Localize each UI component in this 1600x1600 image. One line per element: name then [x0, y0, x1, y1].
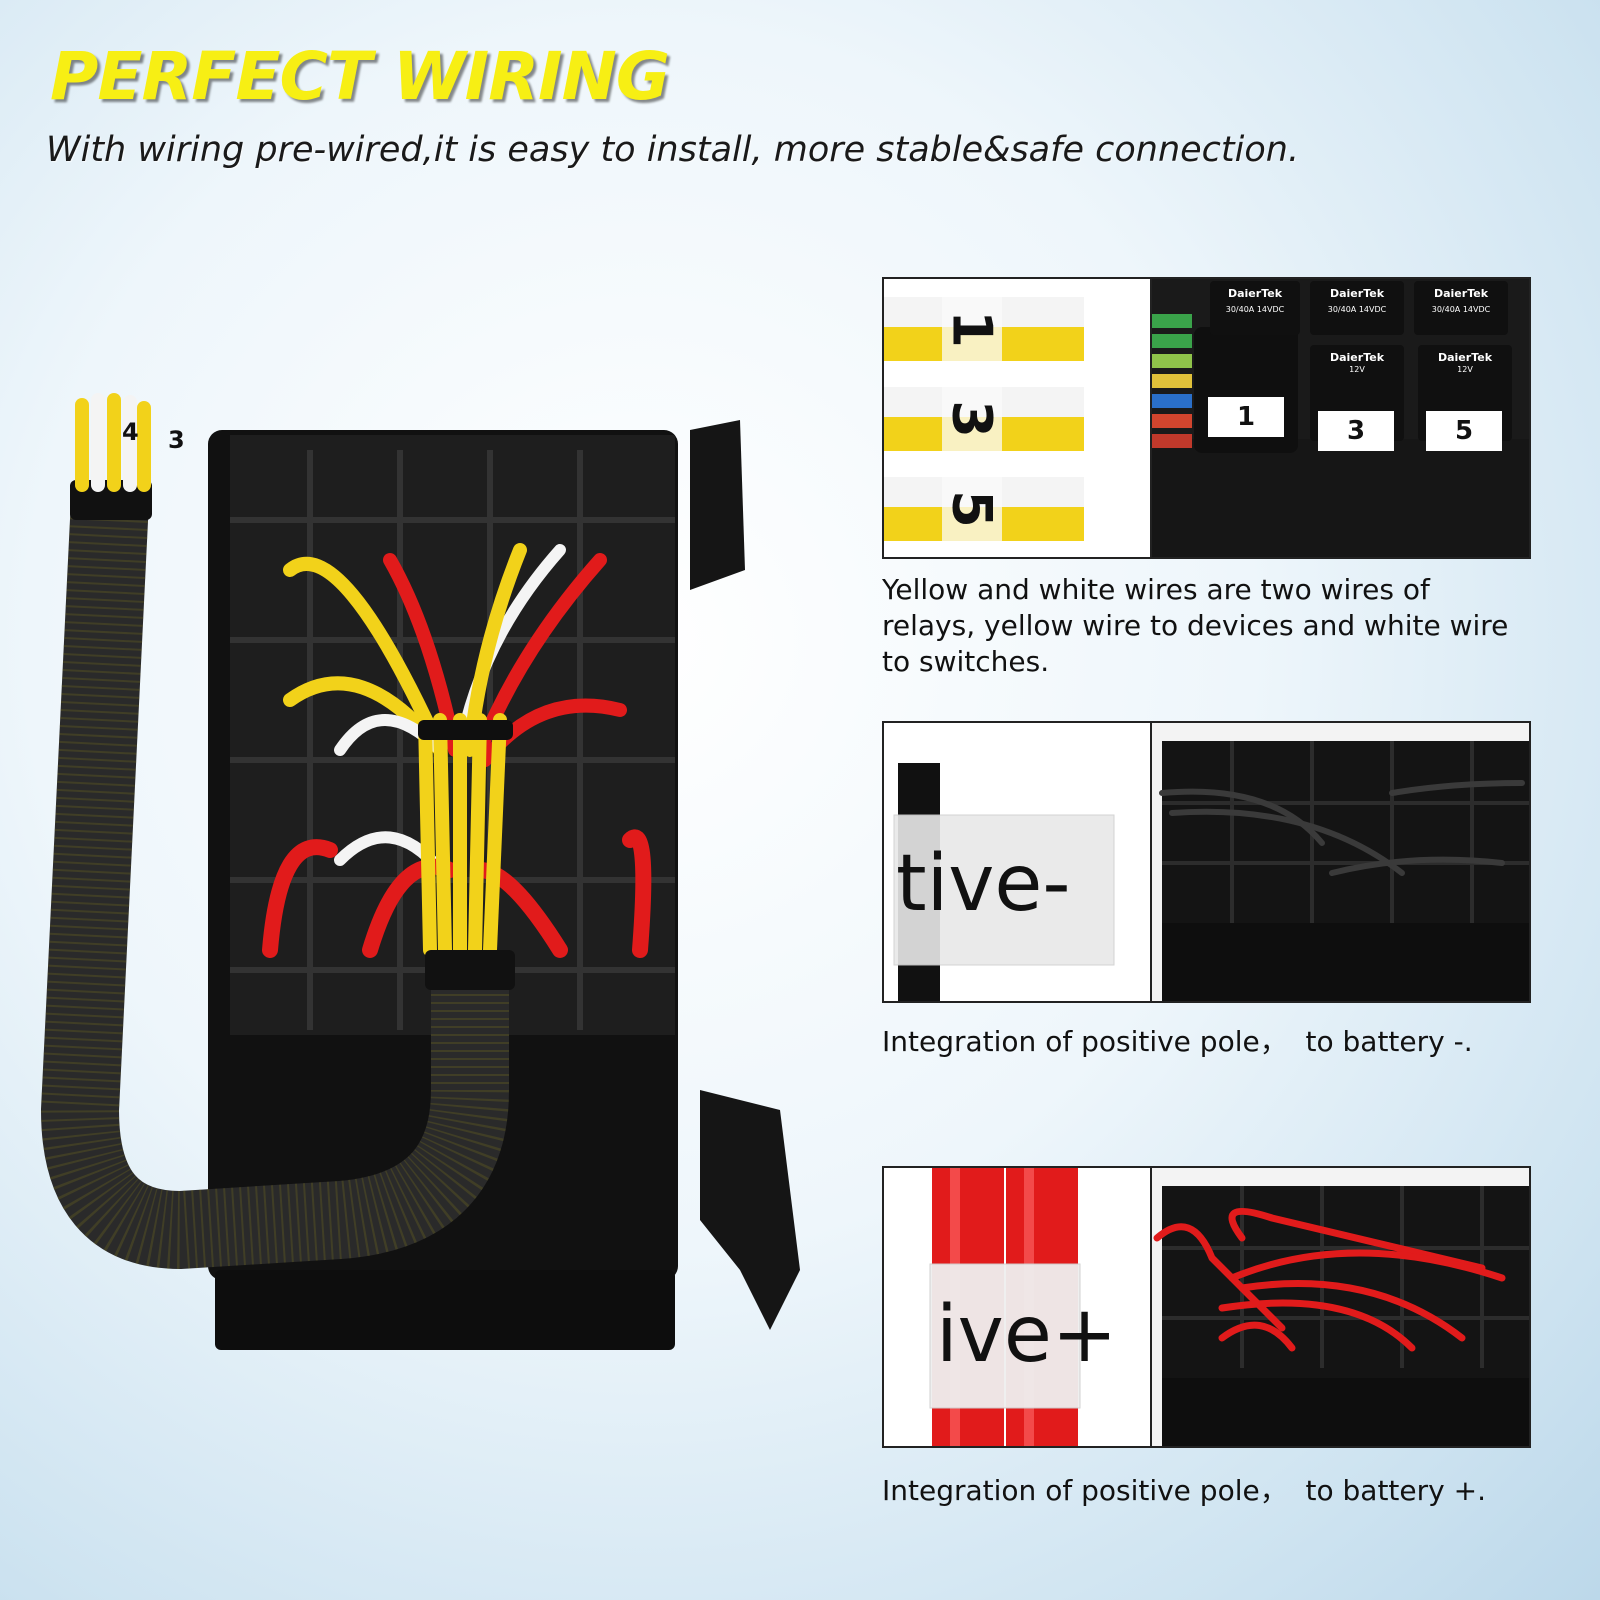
positive-box-view — [1152, 1168, 1529, 1446]
slot-label-1: 1 — [1208, 397, 1284, 437]
numbered-wire-5 — [884, 477, 1084, 541]
relay-rating-volts: 14VDC — [1358, 305, 1387, 314]
relay-brand: DaierTek — [1433, 287, 1489, 300]
panel-positive-pole: ive+ — [882, 1166, 1531, 1448]
page-subtitle: With wiring pre-wired,it is easy to inst… — [46, 130, 1300, 170]
positive-box-graphic — [1153, 1186, 1529, 1446]
relay-brand: DaierTek — [1437, 351, 1493, 364]
black-wire-graphic — [893, 763, 1115, 1001]
negative-box-graphic — [1159, 741, 1529, 1001]
relay-top-1 — [1210, 281, 1300, 335]
fuse-strip — [1152, 314, 1192, 448]
relay-rating-amps: 30/40A — [1327, 305, 1357, 314]
positive-sticker-text: ive+ — [936, 1290, 1118, 1380]
relay-rating: 30/40A 14VDC — [1210, 305, 1300, 314]
slot-label-5: 5 — [1426, 411, 1502, 451]
negative-sticker-text: tive- — [896, 839, 1071, 929]
relay-rating-volts: 14VDC — [1462, 305, 1491, 314]
fuse-relay-box-illustration: 4 3 — [40, 393, 800, 1350]
red-wire-runs — [1153, 1207, 1506, 1352]
caption-positive-pole: Integration of positive pole， to battery… — [882, 1474, 1486, 1507]
relay-brand: DaierTek — [1329, 351, 1385, 364]
negative-wire-view: tive- — [884, 723, 1152, 1001]
housing-base — [215, 1270, 675, 1350]
relay-rating-volts: 14VDC — [1256, 305, 1285, 314]
numbered-wires-view: 1 3 5 — [884, 279, 1152, 557]
positive-wire-view: ive+ — [884, 1168, 1152, 1446]
wire-number-5: 5 — [941, 490, 1004, 528]
wire-tag-4: 4 — [122, 418, 139, 446]
relay-top-3 — [1310, 281, 1404, 335]
wire-number-3: 3 — [941, 400, 1004, 438]
negative-box-view — [1152, 723, 1529, 1001]
black-wire-runs — [1159, 780, 1525, 876]
relay-rating: 30/40A 14VDC — [1414, 305, 1508, 314]
caption-negative-pole: Integration of positive pole， to battery… — [882, 1025, 1473, 1058]
relay-rating: 30/40A 14VDC — [1310, 305, 1404, 314]
numbered-wires-graphic: 1 3 5 — [884, 297, 1084, 541]
relay-rating-amps: 30/40A — [1225, 305, 1255, 314]
caption-relay-wires: Yellow and white wires are two wires of … — [882, 573, 1509, 678]
page-title: PERFECT WIRING — [50, 38, 670, 115]
side-tab-bottom — [700, 1090, 800, 1330]
numbered-wire-1 — [884, 297, 1084, 361]
relay-brand: DaierTek — [1329, 287, 1385, 300]
relay-brand: DaierTek — [1227, 287, 1283, 300]
wire-tag-3: 3 — [168, 426, 185, 454]
red-wire-graphic — [929, 1168, 1081, 1446]
relay-rating-amps: 30/40A — [1431, 305, 1461, 314]
relay-top-5 — [1414, 281, 1508, 335]
wire-ends — [75, 393, 151, 492]
relay-voltage: 12V — [1349, 365, 1365, 374]
numbered-wire-3 — [884, 387, 1084, 451]
slot-label-3: 3 — [1318, 411, 1394, 451]
wire-loom — [40, 498, 509, 1270]
wire-number-1: 1 — [941, 310, 1004, 348]
cable-tie — [418, 720, 513, 740]
side-tab-top — [690, 420, 745, 590]
panel-negative-pole: tive- — [882, 721, 1531, 1003]
relay-box-view: DaierTek 30/40A 14VDC DaierTek 30/40A 14… — [1152, 279, 1529, 557]
panel-relay-wires: 1 3 5 DaierTek 30/40A 14VDC D — [882, 277, 1531, 559]
relay-voltage: 12V — [1457, 365, 1473, 374]
loom-end-sleeve — [425, 950, 515, 990]
